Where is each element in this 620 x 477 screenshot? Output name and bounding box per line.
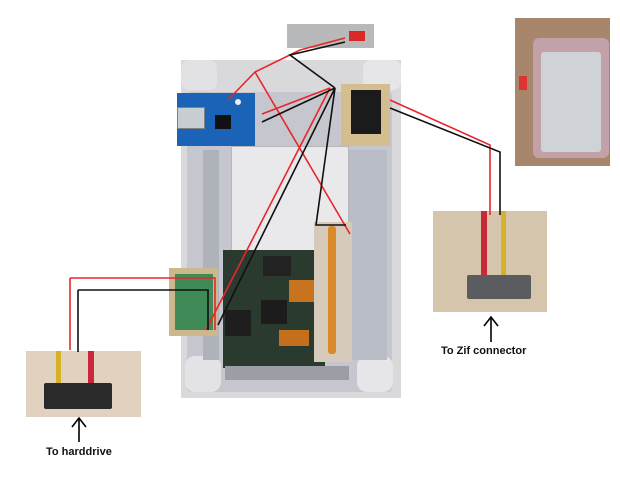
chip — [279, 330, 309, 346]
corner-post — [185, 356, 221, 392]
red-connector — [349, 31, 365, 41]
chip — [263, 256, 291, 276]
black-wire — [217, 87, 336, 326]
red-wire — [56, 351, 61, 385]
sata-adapter-board-photo — [169, 268, 218, 336]
led — [235, 99, 241, 105]
black-wire — [261, 87, 336, 123]
corner-post — [181, 60, 217, 90]
red-wire — [205, 87, 331, 331]
black-wire — [389, 107, 501, 215]
harddrive-label: To harddrive — [46, 446, 112, 458]
chip — [261, 300, 287, 324]
ribbon-cable-photo — [314, 222, 352, 362]
black-wire — [288, 41, 346, 89]
harddrive-connector-photo — [26, 351, 141, 417]
black-wire — [315, 87, 346, 226]
up-arrow-icon — [483, 315, 499, 342]
battery-photo — [515, 18, 610, 166]
yellow-wire — [501, 211, 506, 275]
corner-post — [357, 356, 393, 392]
switch-body — [351, 90, 381, 134]
side-rail — [345, 150, 387, 360]
charger-module-photo — [177, 93, 255, 146]
battery-connector-photo — [519, 76, 527, 90]
flex-cable — [328, 226, 336, 354]
chip — [225, 310, 251, 336]
up-arrow-icon — [71, 416, 87, 442]
harddrive-connector-body — [44, 383, 112, 409]
zif-connector-body — [467, 275, 531, 299]
battery-cell — [541, 52, 601, 152]
usb-port — [177, 107, 205, 129]
red-wire — [70, 277, 216, 330]
zif-connector-photo — [433, 211, 547, 312]
pcb — [175, 274, 213, 330]
chip — [215, 115, 231, 129]
red-wire — [88, 351, 94, 385]
battery-connector-photo — [287, 24, 374, 48]
zif-connector-label: To Zif connector — [441, 345, 527, 357]
red-wire — [227, 37, 346, 101]
red-wire — [389, 99, 491, 215]
power-switch-photo — [341, 84, 390, 146]
black-wire — [78, 289, 209, 330]
bottom-slot — [225, 366, 349, 380]
chip — [289, 280, 317, 302]
red-wire — [261, 87, 331, 115]
red-wire — [481, 211, 487, 275]
